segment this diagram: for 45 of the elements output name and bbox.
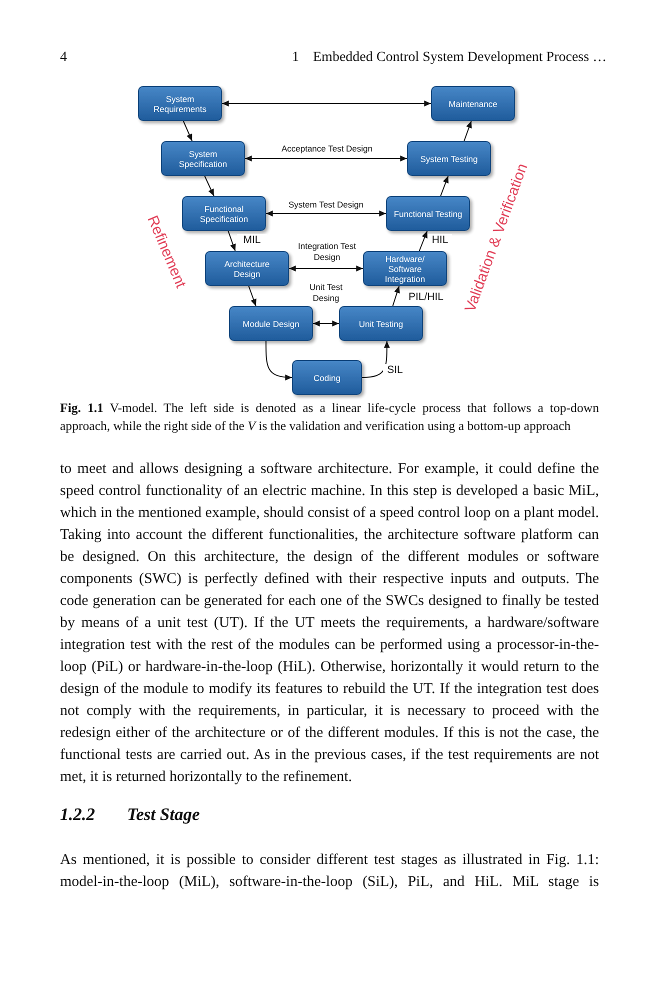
box-label: System Testing [420, 154, 478, 164]
process-box [431, 86, 515, 121]
edge-label: Integration Test Design [297, 241, 357, 263]
double-arrow [312, 320, 340, 326]
arrow [440, 176, 449, 196]
curved-arrow [362, 340, 390, 378]
process-box [161, 141, 245, 176]
arrow [228, 230, 236, 252]
box-label: Functional Testing [394, 208, 462, 218]
process-box [229, 306, 313, 341]
box-label: Coding [314, 372, 340, 382]
box-label: Module Design [242, 318, 300, 328]
section-heading: Test Stage [127, 803, 200, 825]
process-box [339, 306, 423, 341]
double-arrow [244, 156, 408, 162]
body-paragraph: As mentioned, it is possible to consider different test stages as illustrated in Fig. 1.1: model-in-the-loop (MiL), software-in-the-loop (SiL), PiL, and HiL. MiL stage is [60, 851, 599, 892]
box-label: Maintenance [448, 98, 498, 108]
box-label: Unit Testing [358, 318, 404, 328]
arrow [204, 176, 214, 196]
process-box [205, 251, 289, 286]
double-arrow [288, 266, 364, 272]
curved-arrow [265, 340, 292, 380]
process-box [363, 251, 447, 286]
box-label: Hardware/ Software Integration [384, 254, 426, 284]
process-box [386, 196, 470, 231]
double-arrow [222, 100, 432, 106]
arrow [392, 286, 400, 306]
chapter-number: 1 [292, 49, 299, 67]
figure-caption: Fig. 1.1 V-model. The left side is denoted as a linear life-cycle process that follows a top-down approach, while the right side of the V is the validation and verification using a bottom-up approach [60, 400, 599, 435]
box-label: System Specification [178, 148, 228, 168]
body-paragraph: to meet and allows designing a software architecture. For example, it could define the speed control functionality of an electric machine. In this step is developed a basic MiL, which in the mentioned example, should consist of a speed control loop on a plant model. Taking into account the different functionalities, the architecture software platform can be designed. On this architecture, the design of the different modules or software components (SWC) is perfectly defined with their respective inputs and outputs. The code generation can be generated for each one of the SWCs designed to finally be tested by means of a unit test (UT). If the UT meets the requirements, a hardware/software integration test with the rest of the modules can be performed using a processor-in-the-loop (PiL) or hardware-in-the-loop (HiL). Otherwise, horizontally it would return to the design of the module to modify its features to rebuild the UT. If the integration test does not comply with the requirements, in particular, it is necessary to proceed with the redesign either of the architecture or of the different modules. If this is not the case, the functional tests are carried out. As in the previous cases, if the test requirements are not met, it is returned horizontally to the refinement. [60, 460, 599, 787]
double-arrow [266, 210, 386, 216]
box-label: Functional Specification [198, 204, 250, 224]
arrow [182, 120, 193, 142]
box-label: System Requirements [152, 94, 208, 114]
arrow [464, 120, 472, 142]
arrow [418, 230, 428, 252]
running-head: Embedded Control System Development Process … [313, 49, 607, 67]
process-box [292, 360, 362, 395]
process-box [138, 86, 222, 121]
box-label: Architecture Design [223, 258, 271, 278]
section-number: 1.2.2 [60, 803, 95, 825]
arrow [248, 286, 256, 306]
page-number: 4 [60, 49, 67, 67]
process-box [407, 141, 491, 176]
